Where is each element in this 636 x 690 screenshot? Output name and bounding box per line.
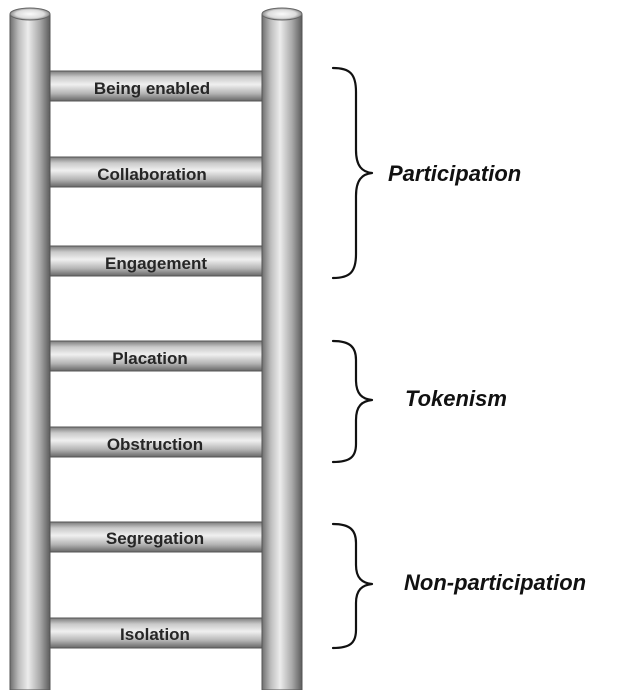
ladder-rung [39,340,271,372]
left-pole [9,7,51,690]
brace-tokenism [331,339,374,464]
rung-label-collaboration: Collaboration [97,165,207,184]
rung-label-being-enabled: Being enabled [94,79,210,98]
brace-participation [331,66,374,280]
ladder-rung [39,521,271,553]
group-label-participation: Participation [388,161,521,186]
right-pole [261,7,303,690]
ladder-rungs [34,70,271,649]
rung-label-obstruction: Obstruction [107,435,203,454]
rung-label-isolation: Isolation [120,625,190,644]
ladder-rung [39,426,271,458]
ladder-rung [39,70,271,102]
brace-non-participation [331,522,374,650]
ladder-rung [39,156,271,188]
group-label-tokenism: Tokenism [405,386,507,411]
group-label-non-participation: Non-participation [404,570,586,595]
rung-label-segregation: Segregation [106,529,204,548]
rung-label-engagement: Engagement [105,254,207,273]
rung-labels: Being enabled Collaboration Engagement P… [94,79,210,644]
rung-label-placation: Placation [112,349,188,368]
